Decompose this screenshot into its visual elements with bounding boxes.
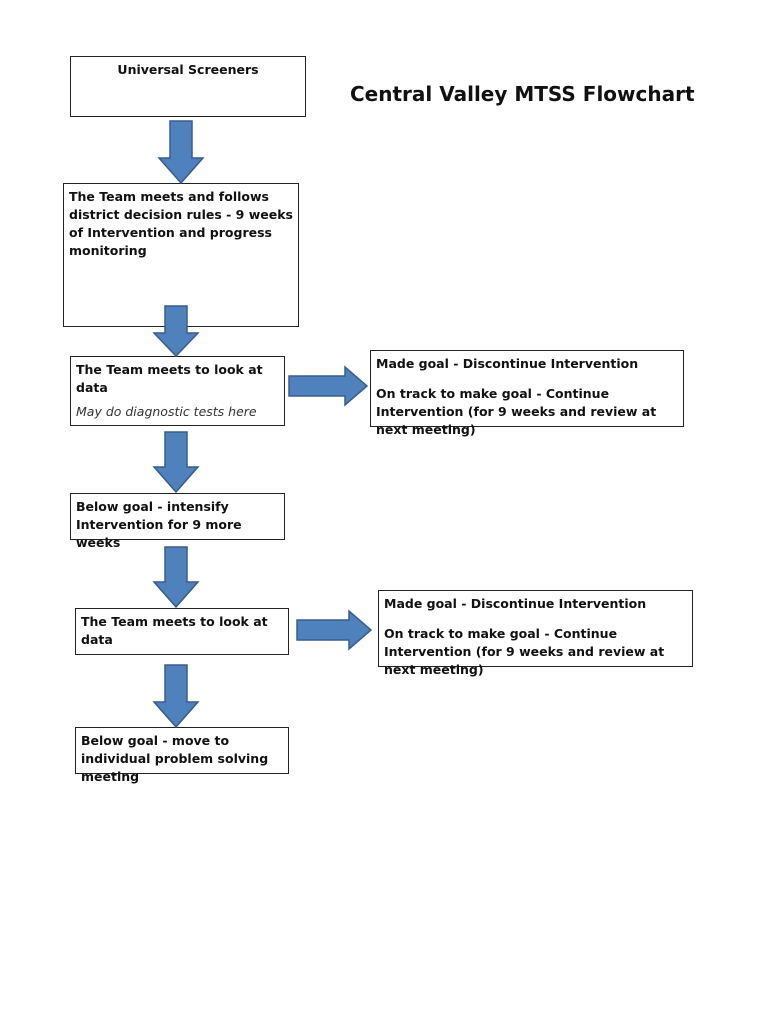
down-arrow-4 xyxy=(152,546,200,609)
outcome-1-on-track: On track to make goal - Continue Interve… xyxy=(376,386,657,437)
flowchart-title: Central Valley MTSS Flowchart xyxy=(350,82,695,106)
team-look-data-text-2: The Team meets to look at data xyxy=(81,614,268,647)
team-look-data-text-1: The Team meets to look at data xyxy=(76,362,263,395)
outcome-box-2: Made goal - Discontinue Intervention On … xyxy=(378,590,693,677)
outcome-box-1: Made goal - Discontinue Intervention On … xyxy=(370,350,684,437)
down-arrow-5 xyxy=(152,664,200,729)
outcome-2-made-goal: Made goal - Discontinue Intervention xyxy=(384,596,647,611)
universal-screeners-text: Universal Screeners xyxy=(117,62,259,77)
below-goal-intensify-text: Below goal - intensify Intervention for … xyxy=(76,499,242,550)
right-arrow-2 xyxy=(296,609,373,651)
right-arrow-1 xyxy=(288,365,369,407)
outcome-2-on-track: On track to make goal - Continue Interve… xyxy=(384,626,665,677)
below-goal-individual-text: Below goal - move to individual problem … xyxy=(81,733,269,784)
below-goal-individual-box: Below goal - move to individual problem … xyxy=(75,727,289,784)
down-arrow-1 xyxy=(157,120,205,185)
team-decision-rules-box: The Team meets and follows district deci… xyxy=(63,183,299,327)
below-goal-intensify-box: Below goal - intensify Intervention for … xyxy=(70,493,285,550)
down-arrow-2 xyxy=(152,305,200,358)
universal-screeners-box: Universal Screeners xyxy=(70,56,306,117)
team-decision-rules-text: The Team meets and follows district deci… xyxy=(69,189,293,258)
outcome-1-made-goal: Made goal - Discontinue Intervention xyxy=(376,356,639,371)
team-look-data-box-2: The Team meets to look at data xyxy=(75,608,289,655)
down-arrow-3 xyxy=(152,431,200,494)
team-look-data-box-1: The Team meets to look at data May do di… xyxy=(70,356,285,426)
diagnostic-note: May do diagnostic tests here xyxy=(76,404,257,419)
